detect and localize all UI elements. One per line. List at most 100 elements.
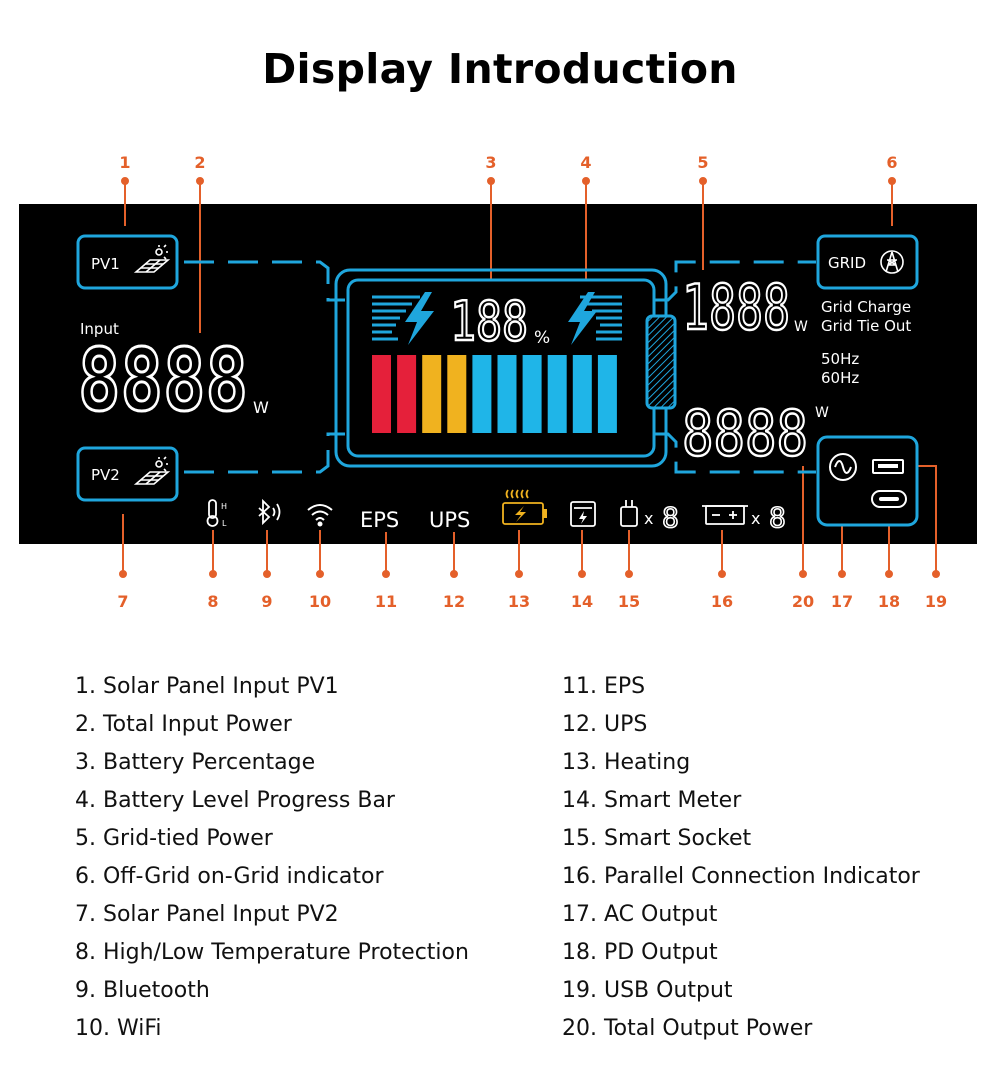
callout-leader-12 <box>450 532 458 578</box>
grid-indicator: GRID <box>816 234 919 290</box>
callout-leader-10 <box>316 530 324 578</box>
callout-leader-2 <box>196 177 204 333</box>
pv2-connector-line <box>184 432 345 474</box>
times-sign: x <box>751 509 760 528</box>
battery-level-segment <box>547 355 567 433</box>
legend-list-left: 1. Solar Panel Input PV1 2. Total Input … <box>75 668 469 1048</box>
callout-leader-9 <box>263 530 271 578</box>
heating-battery-icon <box>502 489 547 525</box>
ups-label: UPS <box>429 508 470 532</box>
bluetooth-icon <box>258 498 281 526</box>
grid-power-digits: 1888 <box>682 271 790 344</box>
callout-leader-6 <box>888 177 896 226</box>
input-unit: W <box>253 398 269 417</box>
grid-connector-line <box>655 260 816 302</box>
battery-level-segment <box>447 355 467 433</box>
temp-high-label: H <box>221 502 227 511</box>
pv2-indicator: PV2 <box>76 446 179 502</box>
legend-item: 5. Grid-tied Power <box>75 826 273 851</box>
callout-leader-14 <box>578 530 586 578</box>
callout-number: 4 <box>580 153 591 172</box>
page-title: Display Introduction <box>262 45 738 93</box>
legend-item: 16. Parallel Connection Indicator <box>562 864 920 889</box>
legend-item: 4. Battery Level Progress Bar <box>75 788 395 813</box>
callout-number: 20 <box>792 592 814 611</box>
grid-label: GRID <box>828 254 866 272</box>
battery-level-segment <box>572 355 592 433</box>
percent-sign: % <box>534 328 550 348</box>
battery-level-segment <box>372 355 391 433</box>
pv1-connector-line <box>184 260 345 302</box>
callout-number: 8 <box>207 592 218 611</box>
grid-charge-label: Grid Charge <box>821 298 911 316</box>
legend-item: 3. Battery Percentage <box>75 750 316 775</box>
battery-level-segment <box>397 355 417 433</box>
pv2-label: PV2 <box>91 466 120 484</box>
callout-number: 9 <box>261 592 272 611</box>
hz50-label: 50Hz <box>821 350 859 368</box>
times-sign: x <box>644 509 653 528</box>
callout-number: 16 <box>711 592 733 611</box>
temp-low-label: L <box>222 519 227 528</box>
callout-leader-19 <box>912 465 940 578</box>
callout-leader-11 <box>382 532 390 578</box>
battery-level-segment <box>422 355 442 433</box>
output-ports-indicator <box>816 435 919 527</box>
callout-number: 2 <box>194 153 205 172</box>
callout-number: 1 <box>119 153 130 172</box>
callout-number: 12 <box>443 592 465 611</box>
callout-leader-16 <box>718 530 726 578</box>
legend-item: 11. EPS <box>562 674 646 699</box>
callout-number: 17 <box>831 592 853 611</box>
smart-socket-count: 8 <box>662 501 679 534</box>
output-power-digits: 8888 <box>682 397 808 470</box>
pv1-label: PV1 <box>91 255 120 273</box>
legend-item: 18. PD Output <box>562 940 718 965</box>
lightning-icon <box>568 292 597 345</box>
legend-item: 17. AC Output <box>562 902 718 927</box>
grid-tie-out-label: Grid Tie Out <box>821 317 911 335</box>
callout-number: 14 <box>571 592 593 611</box>
parallel-count: 8 <box>769 501 786 534</box>
legend-item: 7. Solar Panel Input PV2 <box>75 902 339 927</box>
battery-level-segment <box>497 355 517 433</box>
transmission-tower-icon <box>880 250 904 274</box>
callout-number: 3 <box>485 153 496 172</box>
callout-leader-5 <box>699 177 707 270</box>
usb-c-port-icon <box>871 490 907 508</box>
callout-number: 6 <box>886 153 897 172</box>
charge-level-stripes-left <box>372 295 420 341</box>
legend-list-right: 11. EPS 12. UPS 13. Heating 14. Smart Me… <box>562 668 920 1048</box>
callout-leader-20 <box>799 466 807 578</box>
battery-icon <box>702 505 748 525</box>
pv1-indicator: PV1 <box>76 234 179 290</box>
lightning-icon <box>405 292 434 345</box>
input-label: Input <box>80 320 119 338</box>
eps-label: EPS <box>360 508 399 532</box>
battery-display: 188 % <box>334 268 677 468</box>
legend-item: 6. Off-Grid on-Grid indicator <box>75 864 384 889</box>
wifi-icon <box>307 504 333 527</box>
input-power-digits: 8888 <box>78 331 248 431</box>
legend-item: 8. High/Low Temperature Protection <box>75 940 469 965</box>
legend-item: 2. Total Input Power <box>75 712 292 737</box>
legend-item: 20. Total Output Power <box>562 1016 813 1041</box>
legend-item: 10. WiFi <box>75 1016 162 1041</box>
usb-port-icon <box>872 459 904 474</box>
ac-wave-icon <box>829 453 857 481</box>
callout-number: 18 <box>878 592 900 611</box>
legend-item: 9. Bluetooth <box>75 978 210 1003</box>
smart-meter-icon <box>570 501 596 527</box>
thermometer-icon <box>206 499 219 527</box>
callout-number: 7 <box>117 592 128 611</box>
battery-level-segment <box>472 355 492 433</box>
display-diagram: 1 2 3 4 5 6 7 8 9 10 11 12 13 14 15 16 2… <box>19 153 977 611</box>
legend-item: 15. Smart Socket <box>562 826 752 851</box>
hz60-label: 60Hz <box>821 369 859 387</box>
callout-number: 15 <box>618 592 640 611</box>
solar-panel-icon <box>133 456 171 485</box>
callout-leader-1 <box>121 177 129 226</box>
callout-number: 5 <box>697 153 708 172</box>
legend-item: 13. Heating <box>562 750 691 775</box>
grid-power-unit: W <box>794 319 808 335</box>
